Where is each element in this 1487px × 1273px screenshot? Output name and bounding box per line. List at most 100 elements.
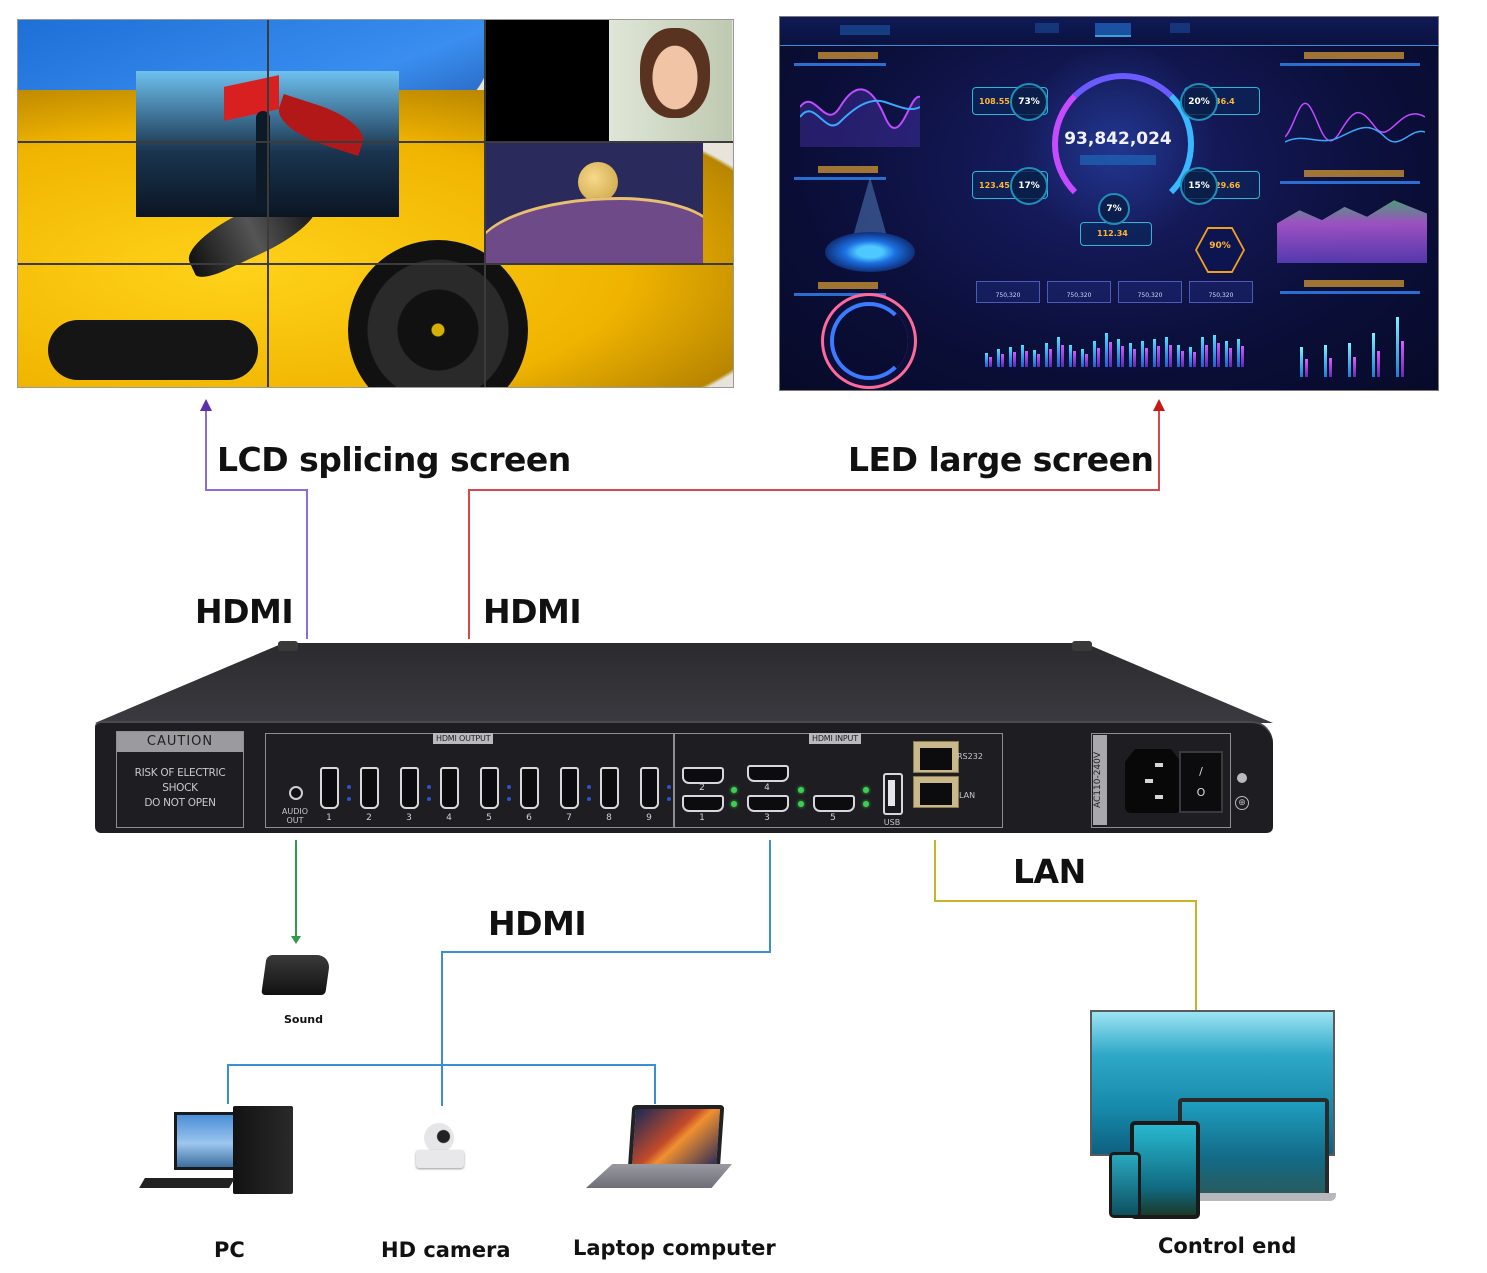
kpi-value: 750,320	[1066, 292, 1092, 299]
dashboard-bar	[1013, 352, 1016, 367]
pc-label: PC	[214, 1238, 245, 1262]
hdmi-output-port-6[interactable]	[520, 767, 539, 809]
power-section	[1091, 733, 1231, 828]
dashboard-bar	[1372, 333, 1375, 377]
dashboard-bar	[1377, 350, 1380, 377]
pc-link-line	[227, 1064, 229, 1104]
dashboard-bar	[1300, 347, 1303, 377]
hdmi-input-port-number: 4	[764, 783, 770, 793]
dashboard-bar	[989, 356, 992, 367]
hdmi-input-port-1[interactable]	[682, 795, 724, 812]
laptop-label: Laptop computer	[573, 1236, 776, 1260]
video-window-portrait	[486, 20, 732, 142]
hdmi-input-port-number: 3	[764, 813, 770, 823]
metric-pod: 112.34	[1080, 222, 1152, 246]
panel-title-bar	[1280, 52, 1420, 66]
rs232-port[interactable]	[913, 741, 959, 773]
hdmi-output-port-9[interactable]	[640, 767, 659, 809]
gauge-main-value: 93,842,024	[1064, 129, 1172, 149]
hdmi-output-port-2[interactable]	[360, 767, 379, 809]
dashboard-bar	[1193, 352, 1196, 367]
hdmi-input-port-2[interactable]	[682, 767, 724, 784]
dashboard-bar	[1205, 344, 1208, 367]
dashboard-bar	[1049, 349, 1052, 367]
lcd-hdmi-label: HDMI	[195, 592, 294, 631]
dashboard-bar	[1241, 346, 1244, 367]
dashboard-bar	[1073, 350, 1076, 367]
camera-head-icon	[424, 1123, 454, 1153]
dashboard-bar	[1348, 343, 1351, 377]
metric-percent: 20%	[1180, 83, 1218, 121]
status-led	[667, 797, 671, 801]
hdmi-input-label: HDMI INPUT	[809, 733, 861, 744]
usb-port[interactable]	[883, 773, 903, 815]
laptop-base-icon	[586, 1164, 732, 1188]
rs232-label: RS232	[957, 752, 983, 761]
cloud-graphic	[486, 197, 703, 263]
lcd-screen-label: LCD splicing screen	[217, 440, 571, 479]
dashboard-bar	[1141, 341, 1144, 367]
dashboard-bar	[1133, 349, 1136, 367]
hdmi-input-port-number: 1	[699, 813, 705, 823]
audio-arrow-icon	[291, 936, 301, 944]
status-led	[427, 785, 431, 789]
power-inlet[interactable]	[1125, 749, 1181, 813]
hdmi-output-port-number: 2	[366, 813, 372, 823]
metric-percent: 15%	[1180, 167, 1218, 205]
kpi-card: 750,320	[1118, 281, 1182, 303]
lan-link-drop	[1195, 900, 1197, 1010]
lcd-arrow-icon	[200, 399, 212, 411]
caution-label: CAUTION RISK OF ELECTRIC SHOCK DO NOT OP…	[116, 731, 244, 828]
bar-chart-right	[1300, 307, 1420, 377]
lan-port[interactable]	[913, 776, 959, 808]
ground-screw-icon	[1237, 773, 1247, 783]
hdmi-input-port-5[interactable]	[813, 795, 855, 812]
metric-value: 108.55	[979, 97, 1010, 106]
status-led	[587, 785, 591, 789]
audio-out-jack[interactable]	[289, 786, 303, 800]
metric-value: 112.34	[1097, 229, 1128, 238]
panel-title-bar	[1280, 280, 1420, 294]
dashboard-bar	[985, 353, 988, 367]
hdmi-output-port-1[interactable]	[320, 767, 339, 809]
hdmi-input-port-4[interactable]	[747, 765, 789, 782]
power-switch[interactable]: / O	[1179, 751, 1223, 813]
kpi-value: 750,320	[995, 292, 1021, 299]
bezel-seam	[18, 263, 733, 265]
hdmi-output-port-8[interactable]	[600, 767, 619, 809]
dashboard-bar	[997, 349, 1000, 367]
funnel-base-graphic	[825, 232, 915, 272]
lan-link-horizontal	[934, 900, 1197, 902]
hdmi-output-section: HDMI OUTPUT	[265, 733, 675, 828]
hdmi-in-label: HDMI	[488, 904, 587, 943]
hdmi-output-port-5[interactable]	[480, 767, 499, 809]
status-led-green	[798, 787, 804, 793]
dashboard-bar	[1305, 359, 1308, 377]
sound-label: Sound	[284, 1013, 324, 1026]
bezel-seam	[18, 141, 733, 143]
dashboard-bar	[1105, 333, 1108, 367]
pc-monitor-icon	[174, 1112, 238, 1170]
dashboard-bar	[1117, 339, 1120, 367]
led-hdmi-label: HDMI	[483, 592, 582, 631]
led-link-vertical-lower	[468, 489, 470, 639]
switch-off-mark: O	[1196, 786, 1206, 799]
hdmi-input-port-3[interactable]	[747, 795, 789, 812]
dashboard-bar	[1057, 337, 1060, 367]
laptop-screen-icon	[627, 1105, 725, 1171]
control-tablet-icon	[1130, 1121, 1200, 1219]
status-led-green	[863, 801, 869, 807]
dashboard-bar	[1069, 345, 1072, 367]
hdmi-output-port-4[interactable]	[440, 767, 459, 809]
dashboard-header	[780, 17, 1438, 46]
dashboard-bar	[1129, 343, 1132, 367]
lcd-link-vertical-upper	[205, 410, 207, 490]
dashboard-tab	[1035, 23, 1059, 33]
video-window-moon	[486, 142, 703, 263]
control-phone-icon	[1109, 1152, 1141, 1218]
switch-on-mark: /	[1199, 765, 1203, 778]
hexagon-kpi-value: 90%	[1209, 241, 1231, 251]
hdmi-output-port-3[interactable]	[400, 767, 419, 809]
hdmi-output-port-7[interactable]	[560, 767, 579, 809]
dashboard-bar	[1121, 346, 1124, 367]
